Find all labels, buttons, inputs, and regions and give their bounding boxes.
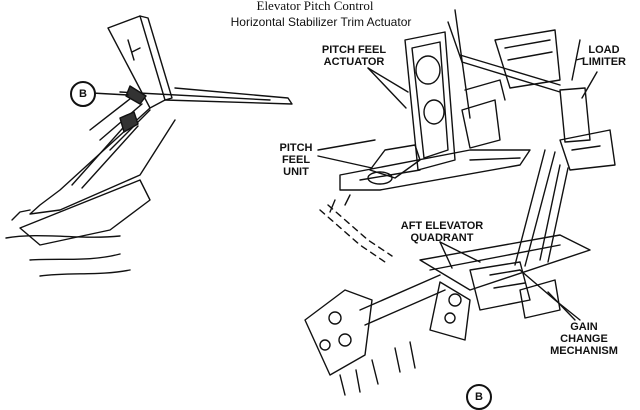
label-pitch-feel-unit: PITCH FEEL UNIT [279, 142, 313, 178]
tail-fin-drawing [5, 15, 293, 277]
label-gain-change-mechanism: GAIN CHANGE MECHANISM [550, 321, 618, 357]
label-load-limiter: LOAD LIMITER [582, 44, 626, 68]
label-aft-elevator-quadrant: AFT ELEVATOR QUADRANT [400, 220, 484, 244]
leader-lines [317, 21, 598, 321]
detail-marker-mechanism: B [466, 384, 492, 410]
detail-marker-tail: B [70, 81, 96, 107]
diagram-subtitle: Horizontal Stabilizer Trim Actuator [230, 15, 412, 29]
diagram-title: Elevator Pitch Control [256, 0, 374, 13]
label-pitch-feel-actuator: PITCH FEEL ACTUATOR [321, 44, 387, 68]
